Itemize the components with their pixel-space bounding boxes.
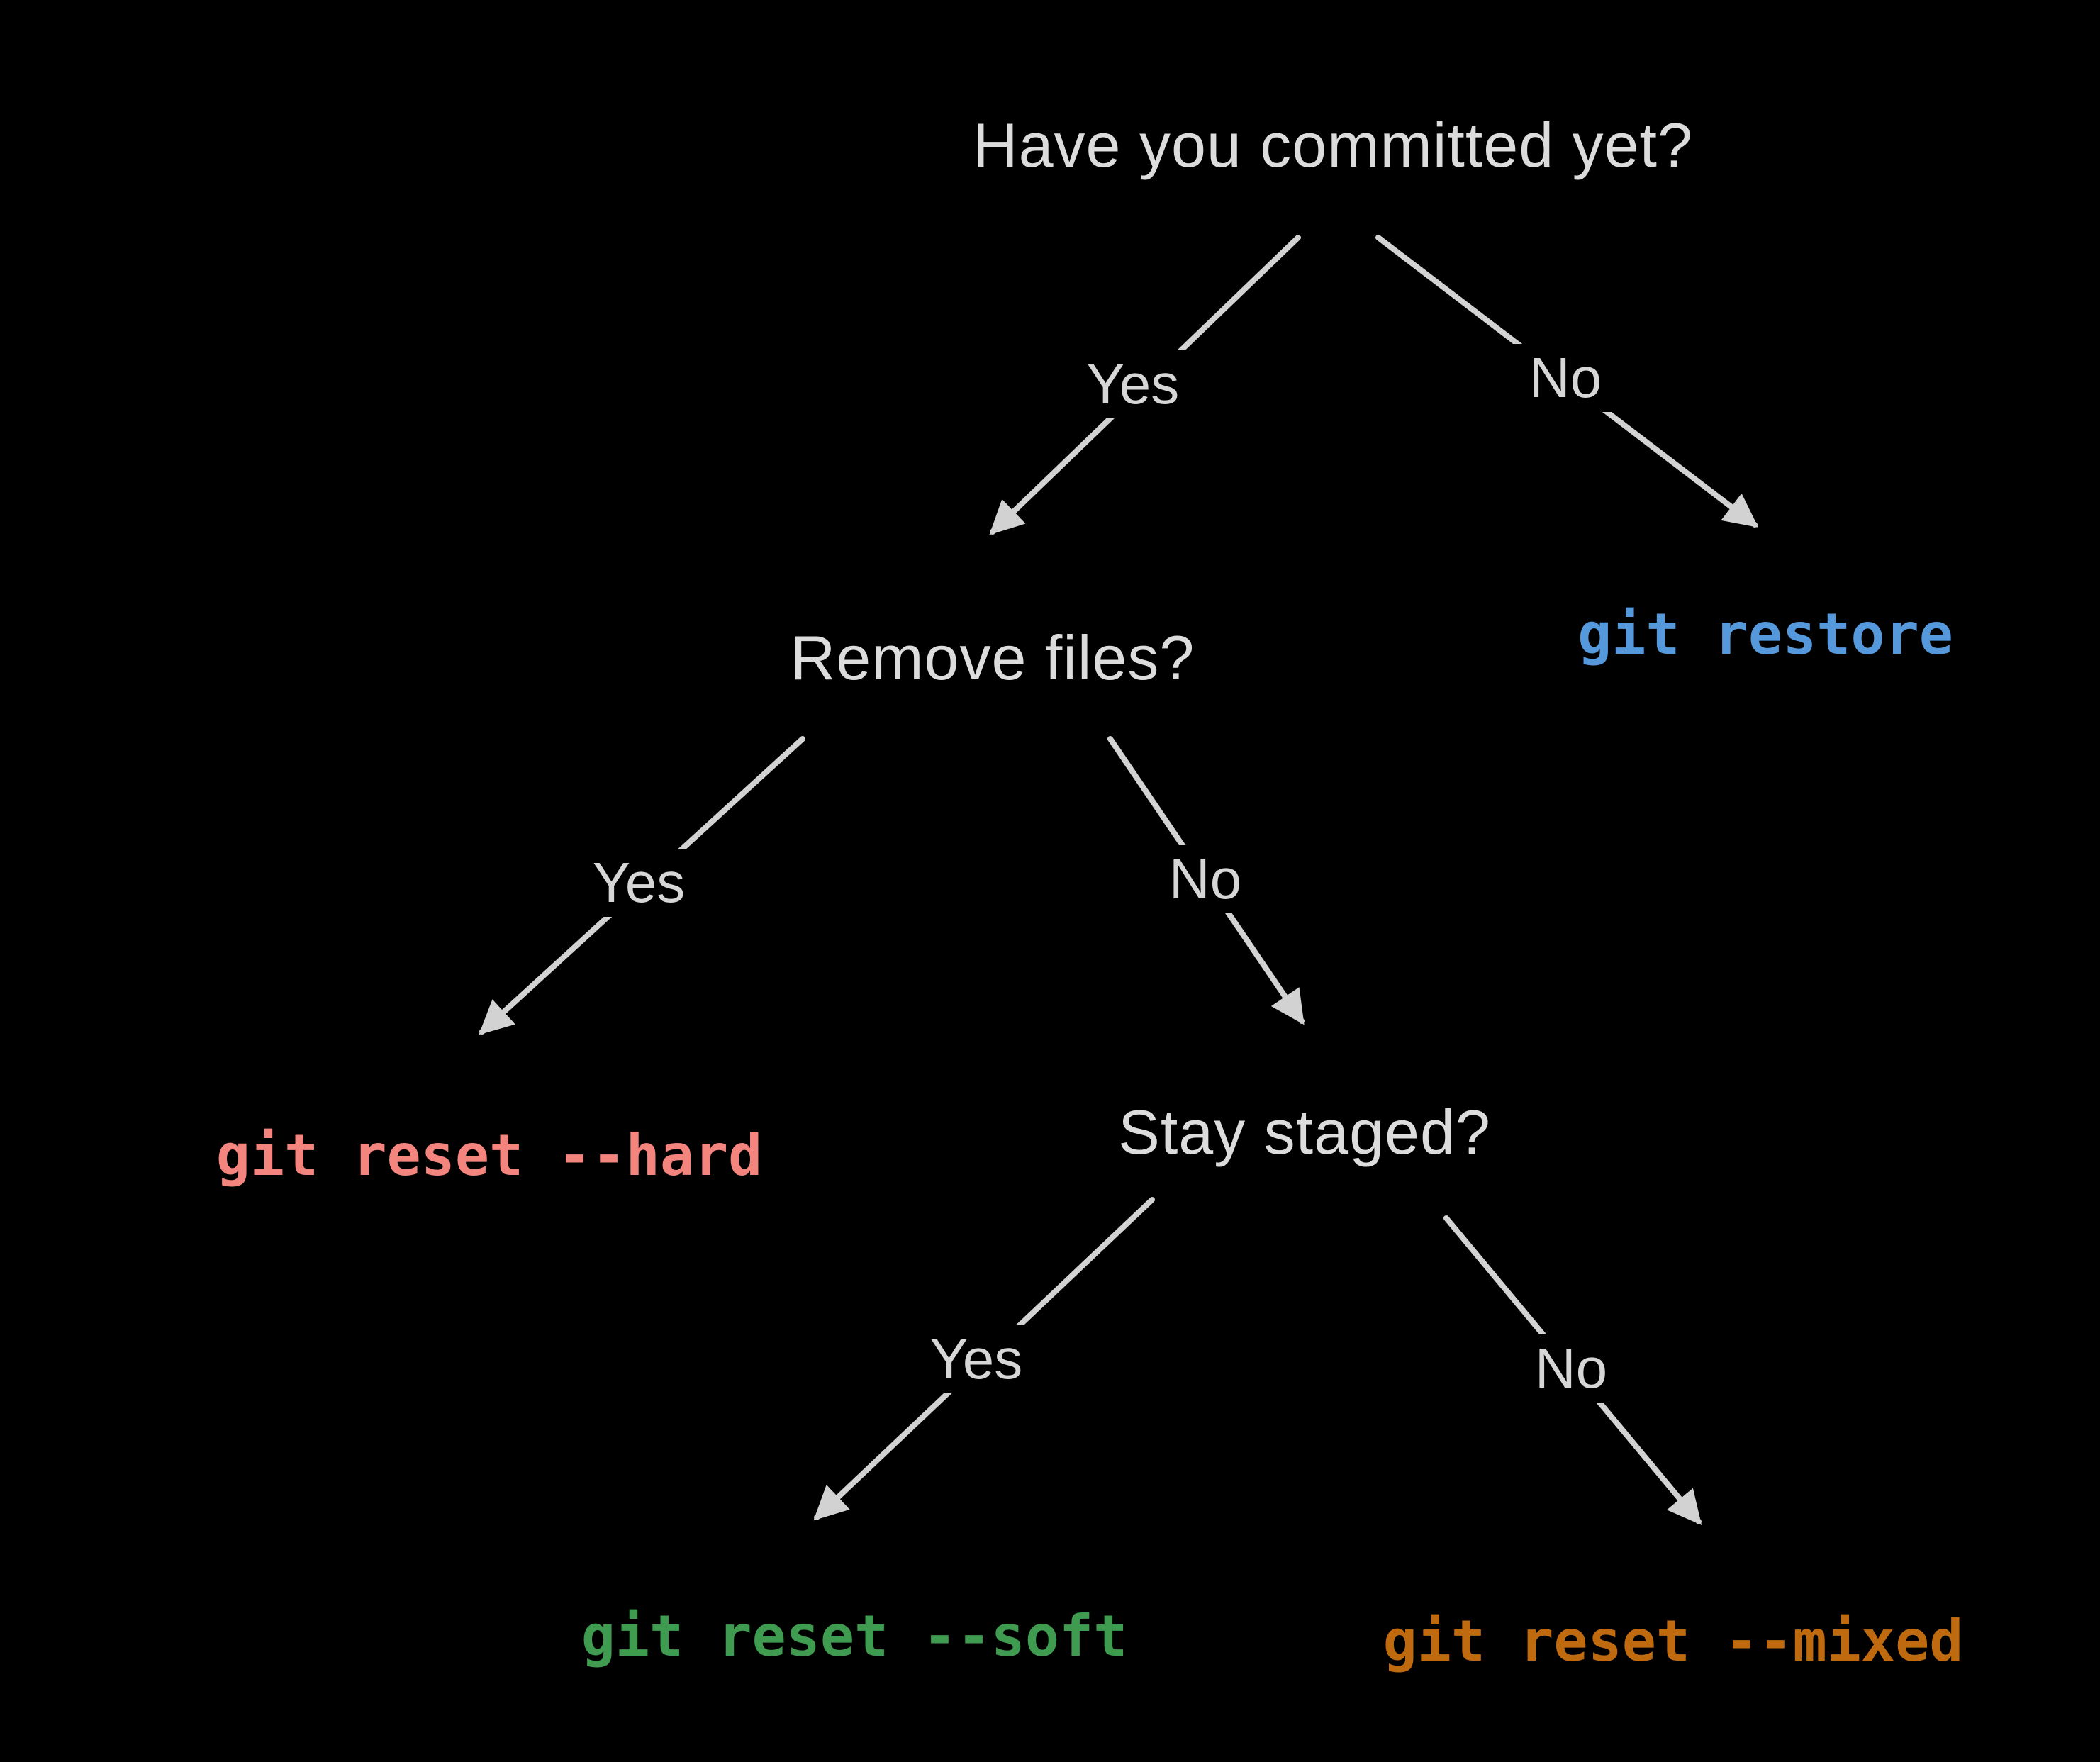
- question-root: Have you committed yet?: [973, 110, 1693, 180]
- edge-label-root-no: No: [1512, 344, 1619, 412]
- command-git-reset-soft: git reset --soft: [581, 1603, 1128, 1669]
- edge-label-staged-no: No: [1517, 1334, 1625, 1403]
- edge-label-remove-no: No: [1151, 845, 1259, 913]
- edge-label-staged-yes: Yes: [912, 1325, 1040, 1393]
- question-remove-files: Remove files?: [790, 623, 1195, 693]
- command-git-reset-mixed: git reset --mixed: [1383, 1608, 1964, 1674]
- command-git-reset-hard: git reset --hard: [216, 1122, 763, 1188]
- question-stay-staged: Stay staged?: [1118, 1097, 1491, 1167]
- command-git-restore: git restore: [1577, 601, 1953, 667]
- edge-label-root-yes: Yes: [1069, 350, 1197, 418]
- edge-label-remove-yes: Yes: [575, 849, 703, 917]
